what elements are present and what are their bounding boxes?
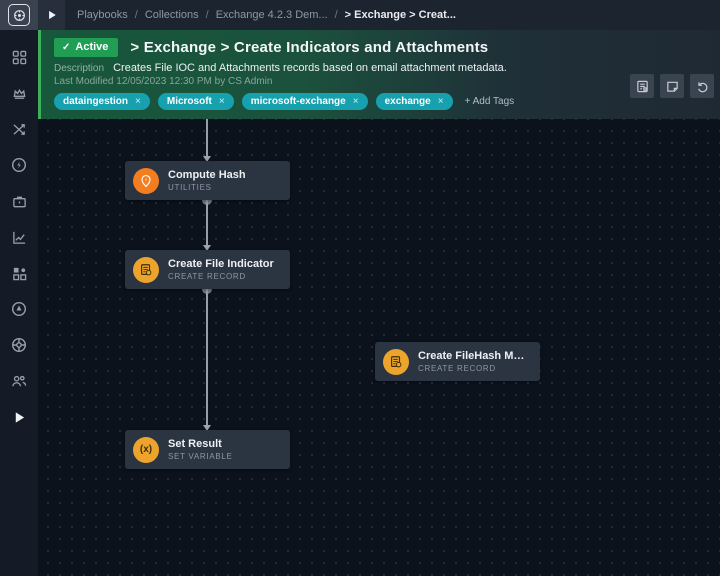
notes-button[interactable] [660,74,684,98]
tag-label: microsoft-exchange [250,96,346,107]
tag-label: dataingestion [63,96,129,107]
lightning-icon [11,157,27,173]
node-title: Compute Hash [168,169,246,181]
tag-microsoft[interactable]: Microsoft × [157,93,234,110]
node-compute-hash[interactable]: Compute Hash UTILITIES [125,161,290,200]
breadcrumb: Playbooks / Collections / Exchange 4.2.3… [77,9,456,21]
node-subtitle: UTILITIES [168,183,212,192]
chart-icon [12,231,25,244]
check-icon: ✓ [62,41,71,53]
playbook-canvas[interactable]: Compute Hash UTILITIES Create File Indic… [38,119,720,576]
sidebar-item-queue-management[interactable] [0,75,38,111]
breadcrumb-collections[interactable]: Collections [144,9,199,21]
tag-close-icon[interactable]: × [135,96,141,107]
sidebar-item-run[interactable] [0,399,38,435]
sidebar-item-reports[interactable] [0,219,38,255]
top-bar: Playbooks / Collections / Exchange 4.2.3… [38,0,720,30]
users-icon [12,375,27,386]
queue-crown-icon [13,88,25,99]
description-label: Description [54,63,105,74]
widgets-icon [12,267,26,280]
breadcrumb-separator: / [205,9,209,21]
revert-button[interactable] [690,74,714,98]
node-subtitle: CREATE RECORD [168,272,246,281]
play-icon [15,411,24,423]
dashboard-grid-icon [12,50,26,64]
breadcrumb-current-playbook: > Exchange > Creat... [344,9,456,21]
record-icon [133,256,159,283]
tag-close-icon[interactable]: × [218,96,225,107]
add-tags-button[interactable]: + Add Tags [464,96,515,107]
app-logo-icon [8,4,30,26]
node-subtitle: SET VARIABLE [168,452,233,461]
tag-microsoft-exchange[interactable]: microsoft-exchange × [241,93,368,110]
shuffle-icon [12,123,25,135]
sidebar-item-widgets[interactable] [0,255,38,291]
edge-compute-hash-to-create-file-indicator [203,200,211,251]
app-logo[interactable] [0,0,38,30]
sticky-note-icon [666,81,678,92]
undo-icon [697,81,707,92]
edge-start-to-compute-hash [203,119,211,162]
pin-icon [133,167,159,194]
briefcase-icon [12,196,26,207]
breadcrumb-collection-name[interactable]: Exchange 4.2.3 Dem... [215,9,328,21]
node-subtitle: CREATE RECORD [418,364,496,373]
edge-create-file-indicator-to-set-result [203,289,211,431]
tag-exchange[interactable]: exchange × [375,93,453,110]
node-title: Create FileHash MD5 Indi... [418,350,532,362]
breadcrumb-separator: / [134,9,138,21]
sidebar-item-automation[interactable] [0,147,38,183]
execution-log-button[interactable] [630,74,654,98]
status-badge-label: Active [75,41,109,53]
execution-log-icon [636,80,648,92]
node-create-file-indicator[interactable]: Create File Indicator CREATE RECORD [125,250,290,289]
tag-close-icon[interactable]: × [352,96,359,107]
tag-close-icon[interactable]: × [437,96,444,107]
sidebar-item-settings[interactable] [0,327,38,363]
sidebar-item-dashboard[interactable] [0,39,38,75]
sidebar-item-user-community[interactable] [0,291,38,327]
playbook-header: ✓ Active > Exchange > Create Indicators … [38,30,720,119]
page-title: > Exchange > Create Indicators and Attac… [130,39,489,56]
user-circle-icon [11,301,27,317]
node-create-filehash-md5-indicator[interactable]: Create FileHash MD5 Indi... CREATE RECOR… [375,342,540,381]
globe-icon [11,337,27,353]
tag-dataingestion[interactable]: dataingestion × [54,93,150,110]
sidebar-item-connectors[interactable] [0,111,38,147]
record-icon [383,348,409,375]
node-set-result[interactable]: (x) Set Result SET VARIABLE [125,430,290,469]
tag-label: Microsoft [166,96,212,107]
tags-row: dataingestion × Microsoft × microsoft-ex… [54,93,708,110]
sidebar-item-people[interactable] [0,363,38,399]
breadcrumb-separator: / [334,9,338,21]
node-title: Set Result [168,438,222,450]
node-title: Create File Indicator [168,258,274,270]
last-modified-text: Last Modified 12/05/2023 12:30 PM by CS … [54,76,273,87]
variable-icon: (x) [133,436,159,463]
tag-label: exchange [384,96,431,107]
status-badge[interactable]: ✓ Active [54,38,119,57]
description-text: Creates File IOC and Attachments records… [113,62,507,74]
left-sidebar [0,0,38,576]
sidebar-item-vault[interactable] [0,183,38,219]
run-playbook-button[interactable] [38,0,65,30]
breadcrumb-playbooks[interactable]: Playbooks [77,9,128,21]
play-icon [48,10,56,20]
